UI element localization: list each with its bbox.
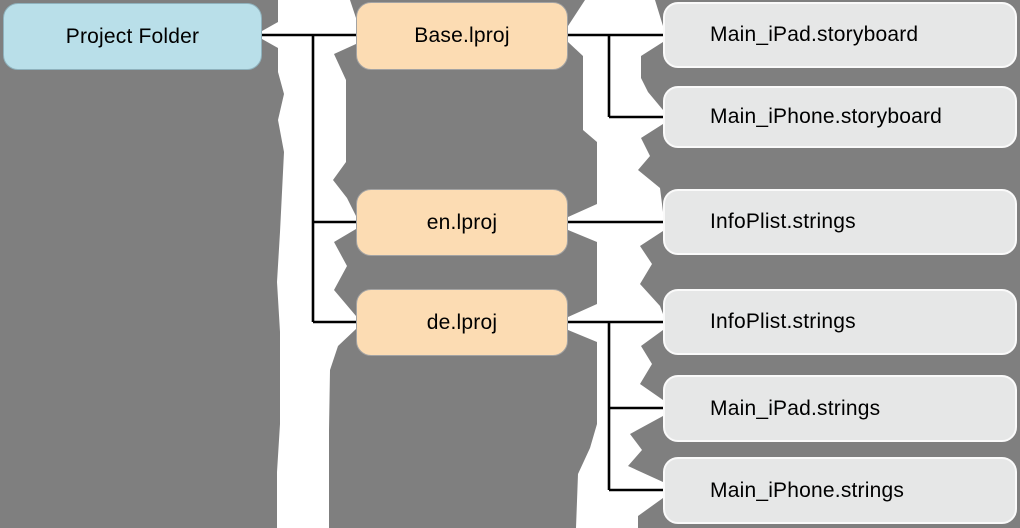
project-folder-label: Project Folder (65, 24, 200, 48)
en-lproj-label: en.lproj (426, 210, 498, 234)
base-lproj-label: Base.lproj (414, 24, 510, 47)
main-iphone-storyboard-label: Main_iPhone.storyboard (710, 105, 943, 128)
infoplist-strings-en-node: InfoPlist.strings (663, 189, 1017, 255)
infoplist-strings-de-label: InfoPlist.strings (710, 310, 856, 333)
main-iphone-strings-node: Main_iPhone.strings (663, 457, 1017, 524)
infoplist-strings-de-node: InfoPlist.strings (663, 289, 1017, 355)
tear-band-left (262, 0, 356, 528)
de-lproj-node: de.lproj (356, 289, 568, 356)
main-ipad-storyboard-label: Main_iPad.storyboard (710, 23, 919, 46)
tear-band-right (568, 0, 663, 528)
project-folder-node: Project Folder (3, 3, 262, 70)
infoplist-strings-en-label: InfoPlist.strings (710, 210, 856, 233)
de-lproj-label: de.lproj (426, 310, 498, 334)
en-lproj-node: en.lproj (356, 189, 568, 256)
main-ipad-strings-label: Main_iPad.strings (710, 396, 881, 420)
main-iphone-storyboard-node: Main_iPhone.storyboard (663, 86, 1017, 148)
main-iphone-strings-label: Main_iPhone.strings (710, 478, 905, 502)
connector-lines (262, 33, 663, 492)
base-lproj-node: Base.lproj (356, 2, 568, 70)
main-ipad-strings-node: Main_iPad.strings (663, 375, 1017, 442)
main-ipad-storyboard-node: Main_iPad.storyboard (663, 2, 1017, 68)
